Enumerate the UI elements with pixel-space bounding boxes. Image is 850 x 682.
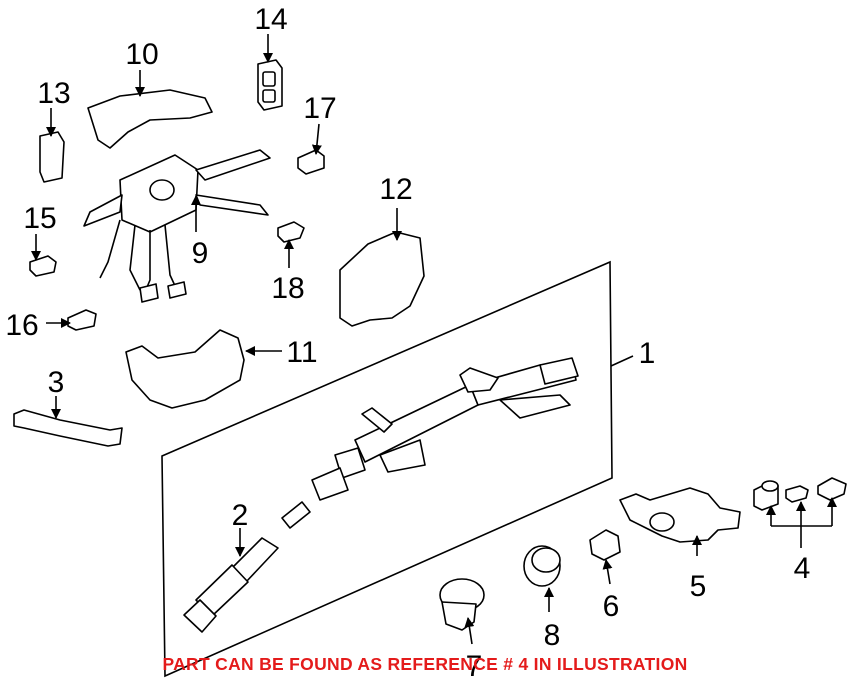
ref-label-18: 18: [271, 272, 304, 305]
reference-numbers: 1 2 3 4 5 6 7 8 9 10 11 12 13 14 15 16 1…: [5, 3, 810, 682]
clip-16: [67, 309, 97, 331]
dash-cover-panel: [339, 231, 425, 327]
ref-label-8: 8: [544, 619, 561, 652]
upper-cover: [87, 89, 213, 149]
clip-15: [29, 255, 57, 277]
clip-13: [39, 131, 65, 183]
grommet: [439, 578, 485, 631]
clip-17: [297, 149, 325, 175]
ref-label-12: 12: [379, 173, 412, 206]
ref-label-2: 2: [232, 499, 249, 532]
ref-label-17: 17: [303, 92, 336, 125]
cap: [523, 545, 561, 587]
clip-18: [277, 221, 305, 243]
clip-14: [257, 59, 283, 111]
ref-label-3: 3: [48, 366, 65, 399]
ref-label-9: 9: [192, 237, 209, 270]
lower-cover: [125, 329, 245, 409]
ref-label-15: 15: [23, 202, 56, 235]
reference-note: PART CAN BE FOUND AS REFERENCE # 4 IN IL…: [162, 654, 688, 674]
ref-label-4: 4: [794, 552, 811, 585]
ref-label-16: 16: [5, 309, 38, 342]
steering-column-assembly: [311, 357, 579, 501]
leader-lines: [31, 34, 837, 645]
ref-label-6: 6: [603, 590, 620, 623]
ref-label-13: 13: [37, 77, 70, 110]
part-1-panel-frame: [161, 260, 613, 678]
ref-label-7: 7: [466, 650, 483, 682]
ref-label-11: 11: [286, 336, 317, 369]
lock-cylinder-set: [753, 477, 847, 511]
intermediate-shaft: [183, 501, 311, 633]
ignition-switch-housing: [619, 487, 741, 543]
ref-label-10: 10: [125, 38, 158, 71]
ref-label-1: 1: [639, 337, 656, 370]
switch: [589, 529, 621, 561]
combination-switch: [83, 149, 271, 303]
bracket: [13, 409, 123, 447]
ref-label-14: 14: [254, 3, 287, 36]
ref-label-5: 5: [690, 570, 707, 603]
